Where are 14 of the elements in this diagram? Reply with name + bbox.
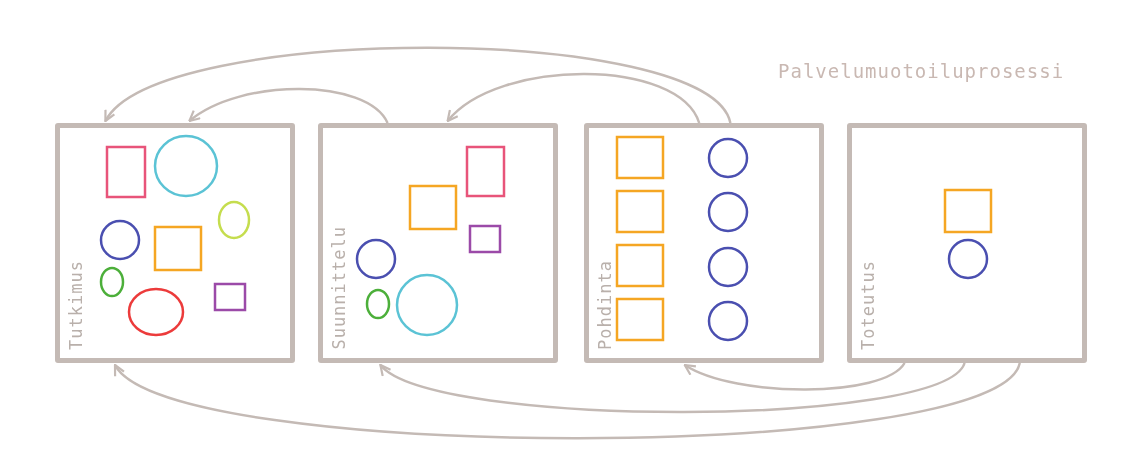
stage-panel	[55, 123, 295, 363]
diagram-title: Palvelumuotoiluprosessi	[778, 60, 1065, 82]
curved-arrow	[188, 87, 389, 124]
curved-arrow	[683, 362, 906, 391]
stage-label: Tutkimus	[66, 260, 86, 350]
stage-label: Suunnittelu	[329, 226, 349, 350]
stage-panel	[847, 123, 1087, 363]
stage-panel	[318, 123, 558, 363]
stage-label: Pohdinta	[595, 260, 615, 350]
curved-arrow	[446, 72, 701, 124]
stage-panel	[584, 123, 824, 363]
curved-arrow	[379, 362, 966, 414]
curved-arrow	[104, 46, 732, 124]
stage-label: Toteutus	[858, 260, 878, 350]
